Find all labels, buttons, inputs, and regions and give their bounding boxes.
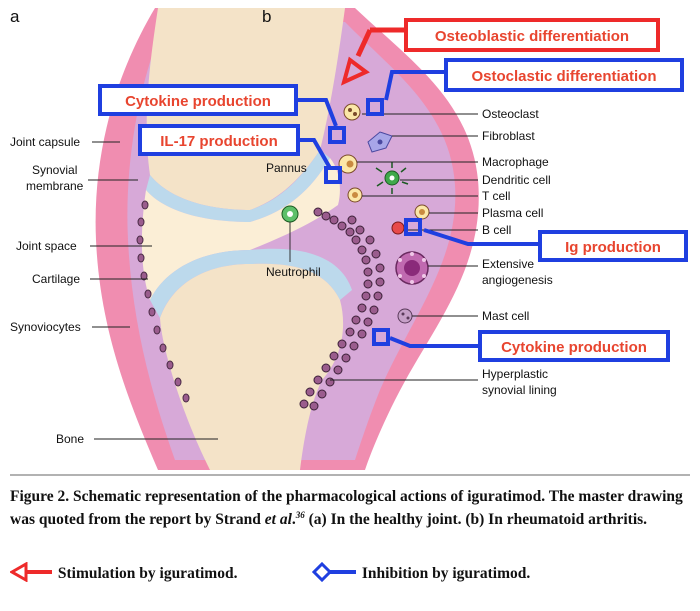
plasma-cell bbox=[414, 204, 430, 220]
ig-box: Ig production bbox=[538, 230, 688, 262]
cytokine-top-box: Cytokine production bbox=[98, 84, 298, 116]
label-angiogenesis-line1: Extensive bbox=[482, 257, 534, 271]
osteoclast-cell bbox=[343, 103, 361, 121]
legend-inhibition: Inhibition by iguratimod. bbox=[311, 561, 530, 583]
cartilage-upper-left bbox=[146, 175, 250, 222]
cartilage-lower-left bbox=[150, 250, 250, 318]
cytokine-bottom-box: Cytokine production bbox=[478, 330, 670, 362]
dendritic-cell bbox=[375, 162, 409, 194]
label-osteoclast: Osteoclast bbox=[482, 107, 539, 121]
neutrophil-cell bbox=[281, 205, 299, 223]
legend-stimulation: Stimulation by iguratimod. bbox=[8, 561, 237, 583]
svg-text:Ostoclastic differentiation: Ostoclastic differentiation bbox=[471, 68, 656, 85]
svg-text:Osteoblastic differentiation: Osteoblastic differentiation bbox=[435, 28, 629, 45]
label-hyperplastic-line1: Hyperplastic bbox=[482, 367, 548, 381]
stimulation-arrow bbox=[340, 27, 405, 86]
t-cell bbox=[347, 187, 363, 203]
svg-text:Ig production: Ig production bbox=[565, 239, 661, 256]
svg-text:Cytokine production: Cytokine production bbox=[501, 339, 647, 356]
lower-bone-left bbox=[160, 264, 250, 470]
mast-cell bbox=[397, 308, 413, 324]
label-hyperplastic-line2: synovial lining bbox=[482, 383, 557, 397]
label-plasma-cell: Plasma cell bbox=[482, 206, 543, 220]
label-synoviocytes: Synoviocytes bbox=[10, 320, 81, 334]
synoviocytes-left bbox=[136, 200, 190, 403]
label-joint-capsule: Joint capsule bbox=[10, 135, 80, 149]
joint-diagram: a b Joint capsule Synovial membrane Join… bbox=[10, 7, 690, 476]
inhibition-connectors bbox=[296, 70, 540, 348]
panel-label-b: b bbox=[262, 7, 271, 26]
red-arrow-icon bbox=[8, 561, 52, 583]
healthy-joint-panel bbox=[95, 8, 251, 470]
label-macrophage: Macrophage bbox=[482, 155, 549, 169]
label-dendritic-cell: Dendritic cell bbox=[482, 173, 551, 187]
svg-text:Cytokine production: Cytokine production bbox=[125, 93, 271, 110]
lower-bone-right bbox=[250, 263, 344, 470]
cartilage-upper-right bbox=[250, 150, 330, 222]
left-labels bbox=[88, 141, 218, 440]
b-cell bbox=[391, 221, 405, 235]
macrophage-cell bbox=[338, 154, 358, 174]
label-b-cell: B cell bbox=[482, 223, 511, 237]
label-fibroblast: Fibroblast bbox=[482, 129, 535, 143]
fibroblast-cell bbox=[367, 131, 393, 153]
blue-diamond-icon bbox=[311, 561, 356, 583]
label-t-cell: T cell bbox=[482, 189, 510, 203]
pannus-cells bbox=[299, 207, 385, 411]
label-angiogenesis-line2: angiogenesis bbox=[482, 273, 553, 287]
label-bone: Bone bbox=[56, 432, 84, 446]
svg-text:IL-17 production: IL-17 production bbox=[160, 133, 278, 150]
joint-space-left bbox=[141, 190, 250, 300]
cartilage-lower-right bbox=[250, 248, 352, 300]
angiogenesis-vessel bbox=[395, 251, 429, 285]
ostoclastic-box: Ostoclastic differentiation bbox=[444, 58, 684, 92]
label-synovial-line1: Synovial bbox=[32, 163, 77, 177]
osteoblastic-box: Osteoblastic differentiation bbox=[404, 18, 660, 52]
joint-space-right bbox=[250, 158, 340, 250]
il17-box: IL-17 production bbox=[138, 124, 300, 156]
panel-label-a: a bbox=[10, 7, 20, 26]
label-mast-cell: Mast cell bbox=[482, 309, 529, 323]
label-joint-space: Joint space bbox=[16, 239, 77, 253]
label-cartilage: Cartilage bbox=[32, 272, 80, 286]
label-neutrophil: Neutrophil bbox=[266, 265, 321, 279]
label-pannus: Pannus bbox=[266, 161, 307, 175]
figure-caption: Figure 2. Schematic representation of th… bbox=[10, 488, 683, 529]
label-synovial-line2: membrane bbox=[26, 179, 84, 193]
ra-joint-panel bbox=[250, 8, 479, 470]
